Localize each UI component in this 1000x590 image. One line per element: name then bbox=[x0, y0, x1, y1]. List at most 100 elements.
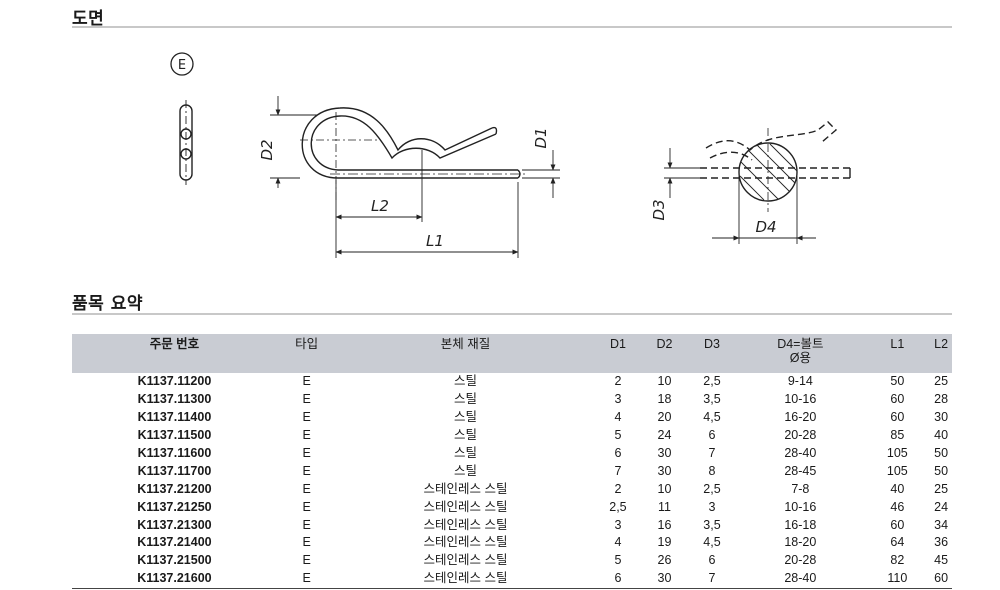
cell-material: 스테인레스 스틸 bbox=[423, 517, 508, 532]
cell-order-no: K1137.21400 bbox=[137, 535, 212, 550]
cell-material: 스테인레스 스틸 bbox=[336, 569, 595, 589]
cell-l2: 34 bbox=[934, 517, 949, 532]
dim-d4-label: D4 bbox=[755, 218, 776, 236]
dim-d1 bbox=[522, 150, 560, 198]
cell-order-no: K1137.11400 bbox=[137, 410, 212, 425]
cell-l2: 40 bbox=[934, 428, 949, 443]
pin-end-view bbox=[179, 100, 193, 185]
cell-d3: 2,5 bbox=[703, 481, 721, 496]
cell-l2: 28 bbox=[934, 392, 949, 407]
cell-d3: 4,5 bbox=[703, 410, 721, 425]
cell-d1: 2 bbox=[614, 374, 622, 389]
cell-order-no: K1137.11500 bbox=[137, 428, 212, 443]
cell-material: 스틸 bbox=[454, 374, 478, 389]
cell-d3: 7 bbox=[687, 569, 737, 589]
cell-type: E bbox=[302, 481, 311, 496]
cell-d1: 2 bbox=[614, 481, 622, 496]
cell-type: E bbox=[302, 463, 311, 478]
cell-order-no: K1137.11300 bbox=[137, 392, 212, 407]
header-d1: D1 bbox=[609, 337, 626, 351]
header-d4-line2: Ø용 bbox=[789, 351, 811, 365]
cell-l1: 105 bbox=[886, 463, 908, 478]
dim-l1 bbox=[335, 182, 519, 258]
cell-d3: 6 bbox=[708, 553, 716, 568]
cell-d2: 10 bbox=[657, 374, 672, 389]
cell-d4: 7-8 bbox=[791, 481, 810, 496]
cell-order-no: K1137.11600 bbox=[137, 446, 212, 460]
cell-l2: 24 bbox=[934, 499, 949, 514]
cell-l1: 60 bbox=[890, 392, 905, 407]
cell-type: E bbox=[302, 428, 311, 443]
cell-l1: 110 bbox=[864, 569, 931, 589]
cell-d3: 2,5 bbox=[703, 374, 721, 389]
drawing-section-rule bbox=[72, 26, 952, 28]
cell-l2: 25 bbox=[934, 481, 949, 496]
cell-l1: 60 bbox=[890, 517, 905, 532]
cell-d3: 7 bbox=[708, 446, 716, 460]
cell-type: E bbox=[302, 535, 311, 550]
dim-l2 bbox=[335, 150, 423, 258]
cell-type: E bbox=[302, 392, 311, 407]
cell-d2: 10 bbox=[657, 481, 672, 496]
cell-d4: 20-28 bbox=[784, 428, 817, 443]
header-l2: L2 bbox=[934, 337, 949, 351]
cell-material: 스테인레스 스틸 bbox=[423, 499, 508, 514]
cell-type: E bbox=[302, 374, 311, 389]
cell-d1: 5 bbox=[614, 428, 622, 443]
cell-order-no: K1137.21500 bbox=[137, 553, 212, 568]
header-material: 본체 재질 bbox=[440, 337, 491, 351]
cell-d4: 16-20 bbox=[784, 410, 817, 425]
dim-d3-label: D3 bbox=[650, 199, 668, 220]
type-marker-label: E bbox=[178, 58, 186, 73]
cell-d3: 3,5 bbox=[703, 392, 721, 407]
cell-d4: 28-40 bbox=[736, 569, 865, 589]
dim-d2 bbox=[270, 96, 318, 188]
cell-type: E bbox=[302, 553, 311, 568]
header-type: 타입 bbox=[295, 337, 319, 351]
cell-d1: 3 bbox=[614, 517, 622, 532]
cell-l1: 105 bbox=[886, 446, 908, 460]
cell-l2: 36 bbox=[934, 535, 949, 550]
dim-d4 bbox=[712, 176, 816, 244]
cell-type: E bbox=[302, 517, 311, 532]
cell-l2: 50 bbox=[934, 463, 949, 478]
summary-section-rule bbox=[72, 313, 952, 315]
cell-order-no: K1137.21600 bbox=[72, 569, 277, 589]
cell-d2: 24 bbox=[657, 428, 672, 443]
pin-on-bolt-view bbox=[700, 121, 851, 212]
cell-l2: 30 bbox=[934, 410, 949, 425]
cell-d1: 6 bbox=[594, 569, 642, 589]
cell-d3: 8 bbox=[708, 463, 716, 478]
cell-d2: 19 bbox=[657, 535, 672, 550]
cell-d1: 3 bbox=[614, 392, 622, 407]
cell-d3: 6 bbox=[708, 428, 716, 443]
cell-l1: 50 bbox=[890, 374, 905, 389]
cell-material: 스테인레스 스틸 bbox=[423, 553, 508, 568]
cell-d2: 16 bbox=[657, 517, 672, 532]
cell-d1: 4 bbox=[614, 410, 622, 425]
cell-d4: 18-20 bbox=[784, 535, 817, 550]
cell-material: 스틸 bbox=[454, 410, 478, 425]
cell-d2: 30 bbox=[657, 446, 672, 460]
pin-side-view bbox=[300, 107, 525, 200]
cell-order-no: K1137.11200 bbox=[137, 374, 212, 389]
cell-material: 스틸 bbox=[454, 463, 478, 478]
cell-d4: 28-45 bbox=[784, 463, 817, 478]
header-order-no: 주문 번호 bbox=[149, 337, 200, 351]
cell-order-no: K1137.21250 bbox=[137, 499, 212, 514]
cell-d1: 7 bbox=[614, 463, 622, 478]
cell-l1: 85 bbox=[890, 428, 905, 443]
cell-l2: 50 bbox=[934, 446, 949, 460]
summary-section-title: 품목 요약 bbox=[72, 294, 143, 314]
technical-drawing: E D2 D1 bbox=[170, 52, 851, 258]
